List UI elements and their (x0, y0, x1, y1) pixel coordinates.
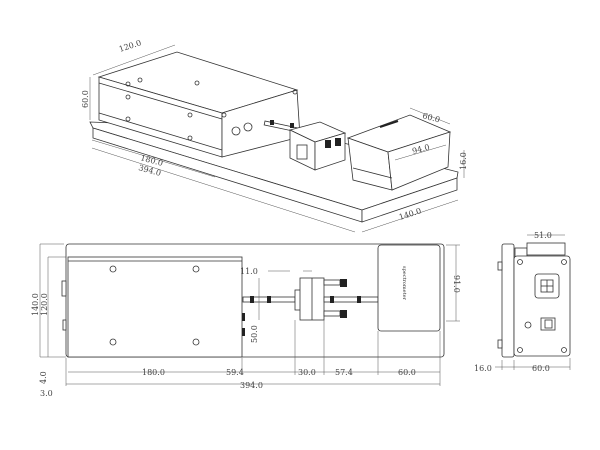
dim-width: 60.0 (532, 364, 550, 373)
dim-holder-length: 30.0 (298, 368, 316, 377)
side-plate (501, 243, 515, 358)
dim-total-length: 394.0 (240, 381, 263, 390)
port-icon (524, 321, 532, 329)
iso-dimension-lines (89, 44, 465, 233)
fiber-cable-right (323, 296, 379, 303)
top-view: spectrometer 140.0 120.0 91.0 11.0 50.0 … (31, 243, 461, 398)
dim-offset: 16.0 (474, 364, 492, 373)
cuvette-holder (288, 121, 347, 171)
spectrometer-box (346, 114, 452, 191)
dim-box-length: 180.0 (142, 368, 165, 377)
dim-holder-height: 50.0 (250, 325, 259, 343)
cuvette-holder-top (294, 277, 347, 321)
dim-box-depth: 120.0 (118, 38, 143, 54)
dim-box-height: 60.0 (81, 90, 90, 108)
dim-gap-1: 59.4 (226, 368, 244, 377)
side-view: 51.0 16.0 60.0 (474, 231, 571, 373)
dim-edge-offset: 4.0 (39, 371, 48, 384)
port-icon (231, 126, 241, 136)
dim-gap-2: 57.4 (335, 368, 353, 377)
dim-box-width: 120.0 (40, 293, 49, 316)
dim-plate-width: 140.0 (31, 293, 40, 316)
power-switch-icon (540, 317, 556, 331)
dim-spec-width: 60.0 (421, 111, 441, 124)
fan-icon (534, 273, 560, 299)
dim-spec-length: 94.0 (411, 143, 431, 156)
dim-spec-length: 60.0 (398, 368, 416, 377)
spectrometer-end (513, 255, 571, 357)
spectrometer-label: spectrometer (401, 266, 407, 301)
port-icon (243, 122, 253, 132)
main-box (67, 256, 243, 358)
side-dimension-lines (495, 234, 571, 370)
isometric-view: 120.0 60.0 180.0 394.0 60.0 94.0 16.0 14… (81, 38, 468, 233)
dim-spec-offset: 16.0 (459, 152, 468, 170)
dim-top-width: 51.0 (534, 231, 552, 240)
spectrometer-top (377, 244, 441, 332)
dim-spec-width: 91.0 (452, 275, 461, 293)
dim-connector: 11.0 (240, 267, 258, 276)
dim-left-offset: 3.0 (40, 389, 53, 398)
top-dimension-lines (39, 243, 460, 386)
screw-icons (125, 77, 298, 141)
base-plate-side (361, 177, 458, 223)
fiber-cable-left (242, 296, 296, 303)
